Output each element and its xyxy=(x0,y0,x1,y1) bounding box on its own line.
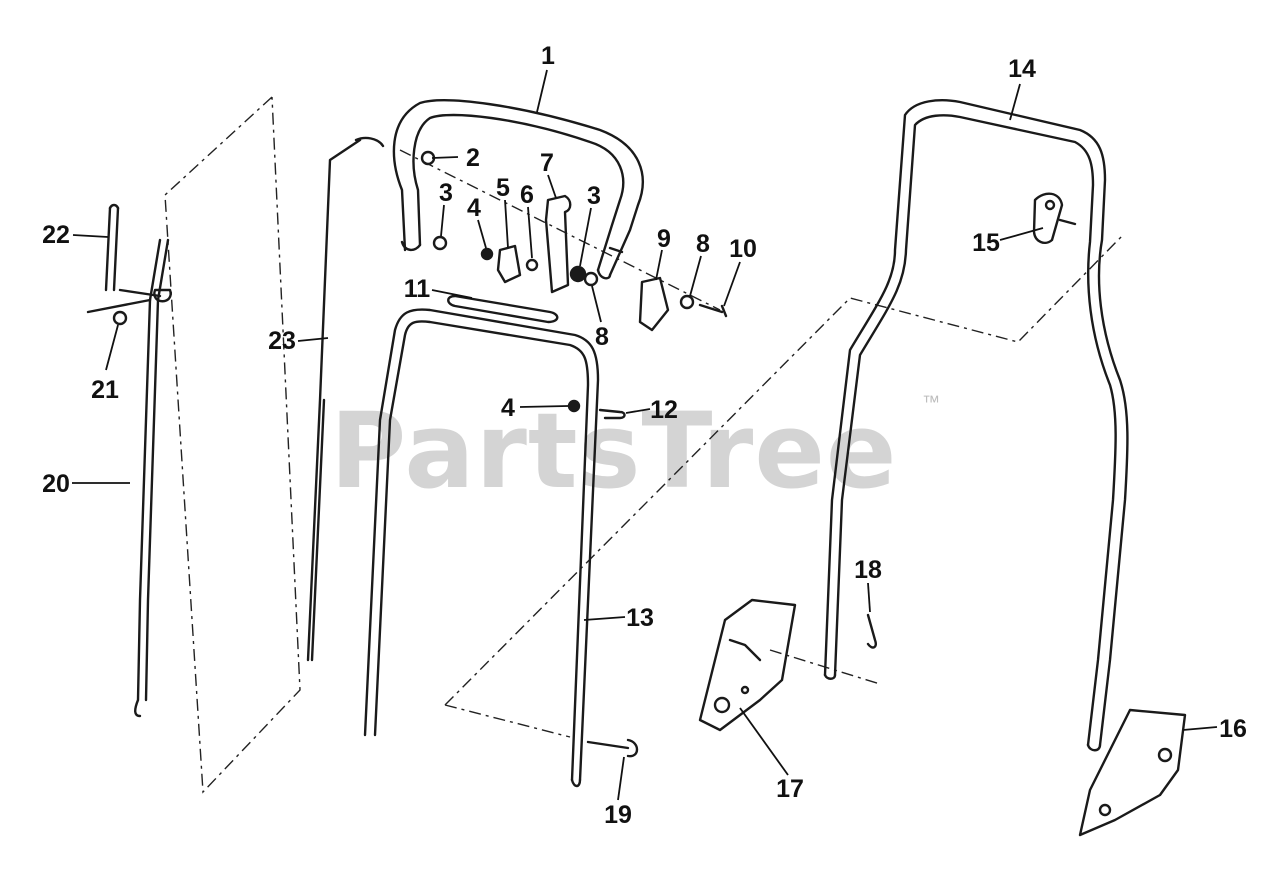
callout-6: 6 xyxy=(520,181,534,209)
part-knob-15 xyxy=(1032,192,1077,244)
callout-labels: 1 2 3 4 5 6 7 3 9 8 10 11 8 23 22 21 4 1… xyxy=(42,42,1247,829)
leader-21 xyxy=(105,324,119,371)
part-bolt-19 xyxy=(586,738,639,758)
part-bolt-10 xyxy=(698,303,728,318)
part-washer-6 xyxy=(525,258,539,272)
callout-3b: 3 xyxy=(587,182,601,210)
leader-22 xyxy=(72,234,109,238)
part-bracket-16 xyxy=(1078,708,1187,837)
callout-4a: 4 xyxy=(467,194,481,222)
parts-art xyxy=(86,99,1187,837)
part-plate-9 xyxy=(638,276,670,332)
callout-4b: 4 xyxy=(501,394,515,422)
watermark-text: PartsTree xyxy=(330,390,897,512)
leader-9 xyxy=(655,249,663,281)
part-plate-5 xyxy=(496,244,522,284)
part-latch-7 xyxy=(544,194,572,294)
callout-22: 22 xyxy=(42,221,70,249)
part-washer-3b xyxy=(569,265,587,283)
callout-14: 14 xyxy=(1008,55,1036,83)
leader-15 xyxy=(999,227,1044,241)
callout-3a: 3 xyxy=(439,179,453,207)
watermark-trademark: ™ xyxy=(922,392,940,412)
callout-18: 18 xyxy=(854,556,882,584)
callout-11: 11 xyxy=(404,275,431,303)
part-pin-12 xyxy=(598,408,626,420)
callout-10: 10 xyxy=(729,235,757,263)
callout-19: 19 xyxy=(604,801,632,829)
part-nut-21 xyxy=(112,310,128,326)
callout-15: 15 xyxy=(972,229,1000,257)
leader-8b xyxy=(591,285,602,323)
leader-4b xyxy=(519,405,569,408)
leader-23 xyxy=(297,337,329,342)
callout-16: 16 xyxy=(1219,715,1247,743)
part-nut-4a xyxy=(480,247,494,261)
assembly-line-hardware xyxy=(399,149,721,311)
callout-17: 17 xyxy=(776,775,804,803)
leader-2 xyxy=(431,156,459,159)
leader-1 xyxy=(536,69,548,113)
part-bracket-17 xyxy=(698,598,797,732)
part-upper-handle xyxy=(392,99,644,280)
leader-17 xyxy=(739,707,789,776)
assembly-line-pin xyxy=(444,704,571,738)
callout-7: 7 xyxy=(540,149,554,177)
part-strap-11 xyxy=(447,294,559,324)
leader-10 xyxy=(723,261,741,307)
leader-11 xyxy=(431,289,473,299)
callout-8b: 8 xyxy=(595,323,609,351)
part-washer-8b xyxy=(679,294,695,310)
leader-14 xyxy=(1009,83,1021,121)
leader-8a xyxy=(689,255,702,297)
part-long-rod xyxy=(306,136,385,662)
part-pin-18 xyxy=(866,613,877,649)
leader-12 xyxy=(625,408,651,414)
callout-2: 2 xyxy=(466,144,480,172)
assembly-line-left-panel xyxy=(164,96,301,794)
part-right-handle xyxy=(823,99,1129,752)
leader-13 xyxy=(583,616,626,621)
callout-12: 12 xyxy=(650,396,678,424)
callout-9: 9 xyxy=(657,225,671,253)
leader-4a xyxy=(477,219,487,249)
part-lower-handle xyxy=(363,308,600,788)
callout-1: 1 xyxy=(541,42,555,70)
part-rod-left xyxy=(86,238,172,718)
part-washer-3a xyxy=(432,235,448,251)
assembly-line-handle-center xyxy=(444,235,1123,706)
leader-18 xyxy=(867,582,871,613)
part-washer-8a xyxy=(583,271,599,287)
part-nut-4b xyxy=(567,399,581,413)
callout-5: 5 xyxy=(496,174,510,202)
callout-21: 21 xyxy=(91,376,119,404)
leader-5 xyxy=(504,199,509,249)
leader-19 xyxy=(617,756,625,801)
leader-6 xyxy=(527,206,533,259)
leader-3a xyxy=(440,204,445,237)
callout-20: 20 xyxy=(42,470,70,498)
part-small-rod xyxy=(104,203,120,292)
callout-23: 23 xyxy=(268,327,296,355)
callout-13: 13 xyxy=(626,604,654,632)
leader-7 xyxy=(547,174,557,199)
leader-16 xyxy=(1182,726,1218,731)
callout-8a: 8 xyxy=(696,230,710,258)
leader-3b xyxy=(579,207,592,267)
leader-lines xyxy=(72,69,1218,801)
